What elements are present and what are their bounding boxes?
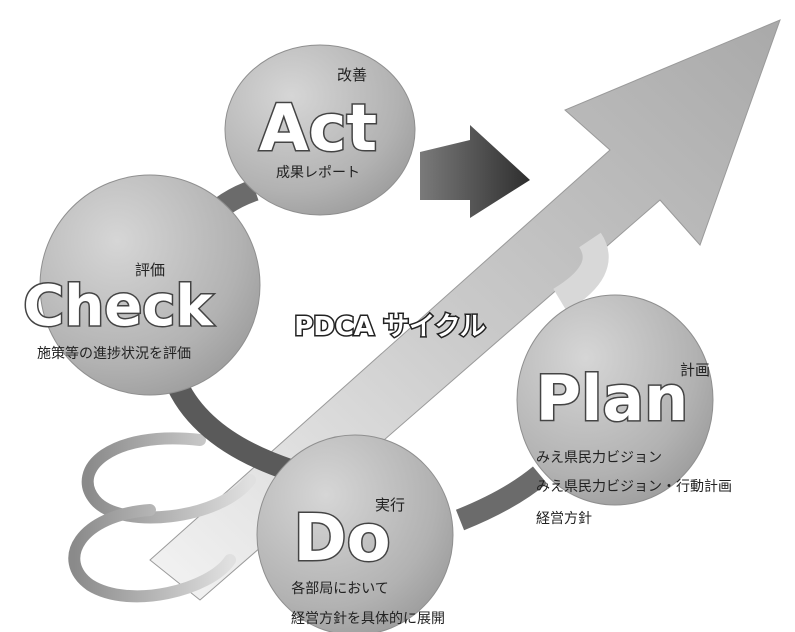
plan-item: 経営方針 bbox=[536, 511, 592, 527]
do-description: 経営方針を具体的に展開 bbox=[291, 611, 445, 627]
act-jp-label: 改善 bbox=[337, 66, 367, 84]
plan-word: Plan bbox=[536, 362, 689, 435]
plan-ellipse bbox=[516, 294, 714, 506]
act-word: Act bbox=[259, 92, 377, 166]
check-ellipse bbox=[39, 174, 261, 396]
check-word: Check bbox=[23, 274, 214, 339]
check-description: 施策等の進捗状況を評価 bbox=[37, 345, 191, 362]
do-jp-label: 実行 bbox=[375, 496, 405, 514]
plan-item: みえ県民力ビジョン bbox=[536, 450, 662, 466]
act-ellipse bbox=[224, 44, 416, 216]
do-description: 各部局において bbox=[291, 581, 389, 597]
act-description: 成果レポート bbox=[276, 165, 360, 181]
swirl-icon bbox=[68, 432, 256, 603]
check-jp-label: 評価 bbox=[135, 261, 165, 279]
cycle-title: PDCA サイクル bbox=[294, 312, 486, 342]
plan-jp-label: 計画 bbox=[680, 361, 710, 379]
do-ellipse bbox=[256, 434, 454, 632]
plan-item: みえ県民力ビジョン・行動計画 bbox=[536, 479, 732, 495]
do-word: Do bbox=[293, 502, 390, 576]
cycle-arrows bbox=[164, 125, 609, 531]
